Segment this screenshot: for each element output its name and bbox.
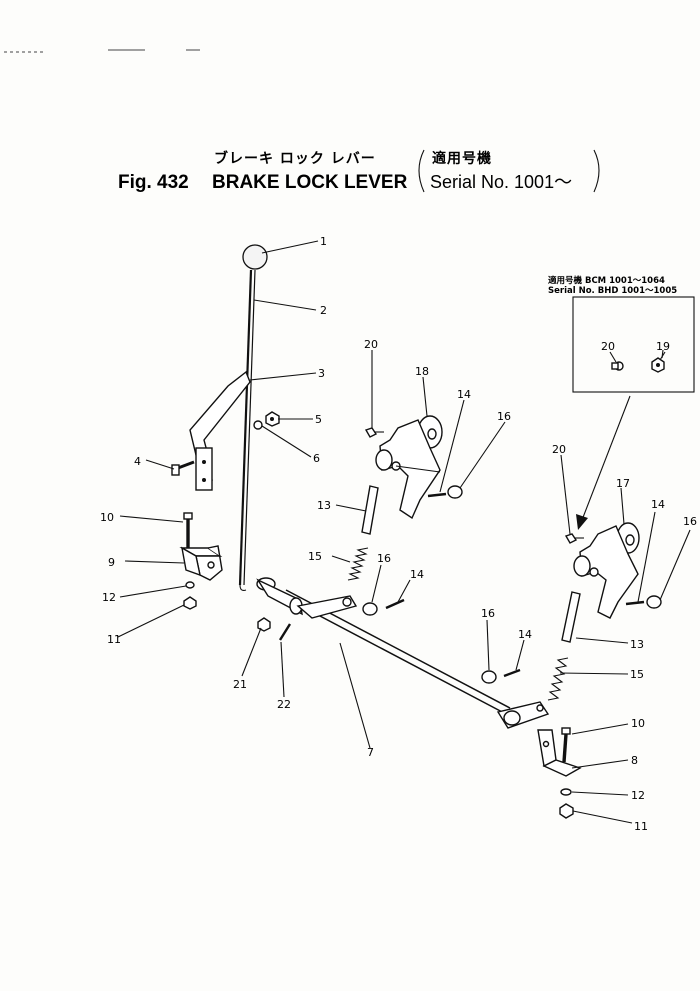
callout-11-left: 11	[107, 633, 121, 646]
callout-16-far-right: 16	[683, 515, 697, 528]
callout-14-upper: 14	[457, 388, 471, 401]
part-lever-assembly-17	[573, 522, 640, 619]
part-rod-13-right	[561, 591, 581, 643]
part-bush-16-upper	[447, 485, 463, 499]
open-bracket	[418, 149, 425, 193]
callout-10-left: 10	[100, 511, 114, 524]
callout-5: 5	[315, 413, 322, 426]
callout-3: 3	[318, 367, 325, 380]
part-lever-bracket	[189, 370, 251, 491]
callout-18: 18	[415, 365, 429, 378]
part-lever-rod	[238, 269, 256, 591]
callout-14-right: 14	[518, 628, 532, 641]
part-pin-14-mid	[385, 598, 405, 610]
callout-16-upper: 16	[497, 410, 511, 423]
callout-9: 9	[108, 556, 115, 569]
callout-numbers: 1 2 3 4 5 6 7 8 9 10 10 11 11 12 12 13 1…	[100, 235, 697, 833]
inset-arrowhead	[576, 514, 588, 530]
part-bolt-20-mid	[364, 427, 384, 438]
leader-lines	[117, 240, 691, 824]
callout-1: 1	[320, 235, 327, 248]
part-lever-assembly-18	[375, 415, 443, 520]
callout-2: 2	[320, 304, 327, 317]
jp-title: ブレーキ ロック レバー	[214, 150, 376, 167]
part-washer-6	[253, 420, 263, 430]
inset-box	[572, 296, 695, 393]
scan-marks	[4, 49, 200, 53]
part-cross-shaft-7	[256, 577, 550, 729]
callout-21: 21	[233, 678, 247, 691]
inset-part-20	[609, 351, 624, 371]
callout-20-right: 20	[552, 443, 566, 456]
callout-11-right: 11	[634, 820, 648, 833]
callout-4: 4	[134, 455, 141, 468]
inset-serial-line2: Serial No. BHD 1001～1005	[548, 286, 677, 296]
part-bolt-4	[171, 460, 195, 476]
part-nut-11-right	[559, 803, 574, 819]
callout-14-far-right: 14	[651, 498, 665, 511]
callout-10-right: 10	[631, 717, 645, 730]
part-washer-12-left	[185, 581, 195, 589]
callout-16-mid: 16	[377, 552, 391, 565]
part-bush-16-right	[481, 670, 497, 684]
inset-pointer-arrow	[581, 395, 631, 521]
callout-8: 8	[631, 754, 638, 767]
part-bracket-8	[537, 729, 582, 777]
callout-20-inset: 20	[601, 340, 615, 353]
part-pin-22	[278, 623, 292, 641]
part-bolt-10-left	[183, 512, 193, 548]
inset-serial-line1: 適用号機 BCM 1001～1064	[548, 275, 665, 286]
figure-number: Fig. 432	[118, 172, 189, 193]
figure-title: BRAKE LOCK LEVER	[212, 172, 408, 193]
callout-15-left: 15	[308, 550, 322, 563]
part-washer-12-right	[560, 788, 572, 796]
callout-20-mid: 20	[364, 338, 378, 351]
callout-19: 19	[656, 340, 670, 353]
close-bracket	[593, 149, 600, 193]
callout-14-mid: 14	[410, 568, 424, 581]
callout-17: 17	[616, 477, 630, 490]
serial-range: Serial No. 1001～	[430, 172, 572, 192]
callout-13-left: 13	[317, 499, 331, 512]
part-spring-15-right	[547, 657, 569, 701]
callout-15-right: 15	[630, 668, 644, 681]
callout-16-right: 16	[481, 607, 495, 620]
callout-12-left: 12	[102, 591, 116, 604]
callout-13-right: 13	[630, 638, 644, 651]
part-bracket-9	[179, 545, 223, 581]
part-pin-14-far-right	[625, 600, 645, 606]
callout-6: 6	[313, 452, 320, 465]
callout-7: 7	[367, 746, 374, 759]
part-rod-13-left	[361, 485, 379, 535]
part-spring-15-left	[347, 547, 369, 581]
callout-12-right: 12	[631, 789, 645, 802]
part-bolt-10-right	[561, 727, 571, 763]
part-pin-14-right	[503, 668, 521, 678]
part-knob	[242, 244, 268, 270]
part-bush-16-far-right	[646, 595, 662, 609]
part-bolt-20-right	[564, 533, 584, 544]
callout-22: 22	[277, 698, 291, 711]
part-washer-21	[257, 617, 271, 632]
jp-serial-label: 適用号機	[432, 150, 492, 167]
inset-part-19	[651, 351, 666, 373]
part-pin-14-upper	[427, 492, 447, 498]
part-bush-16-mid	[362, 602, 378, 616]
part-nut-5	[265, 411, 280, 427]
part-nut-11-left	[183, 596, 197, 610]
